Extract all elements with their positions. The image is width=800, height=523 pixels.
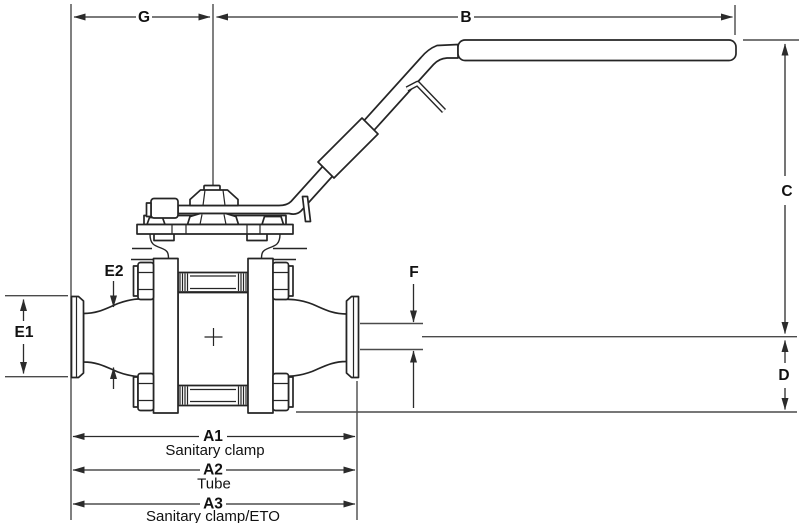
packing-gland-facets bbox=[199, 214, 227, 225]
handle-lever-shaft bbox=[177, 43, 459, 215]
label-a1-sub: Sanitary clamp bbox=[165, 442, 264, 459]
bonnet-neck-right bbox=[260, 233, 281, 259]
label-a1: A1 bbox=[203, 428, 223, 445]
dimension-lines bbox=[20, 13, 789, 508]
bolt-bottom-left bbox=[132, 372, 155, 412]
label-g: G bbox=[138, 9, 150, 26]
jam-nut-right bbox=[261, 215, 285, 226]
label-e1: E1 bbox=[15, 324, 34, 341]
bolt-bottom-right bbox=[272, 372, 294, 412]
right-end-flange bbox=[247, 257, 274, 414]
stop-block-tab bbox=[145, 202, 152, 218]
left-ferrule bbox=[70, 295, 85, 379]
handle-grip bbox=[457, 39, 737, 62]
right-cone bbox=[272, 298, 348, 378]
mounting-plate bbox=[136, 223, 294, 235]
mounting-plate-notches bbox=[171, 224, 261, 234]
left-end-flange bbox=[152, 257, 179, 414]
handle-stop-block bbox=[150, 197, 179, 219]
ball-center-mark bbox=[204, 328, 223, 346]
top-stud-root-lines bbox=[190, 275, 236, 290]
label-a2: A2 bbox=[203, 462, 223, 479]
bonnet-neck-left bbox=[149, 233, 170, 259]
handle-lock-pin bbox=[301, 195, 312, 223]
label-f: F bbox=[409, 264, 418, 281]
label-a3-sub: Sanitary clamp/ETO bbox=[146, 508, 280, 523]
packing-gland-nut bbox=[186, 212, 240, 226]
bolt-top-right bbox=[272, 261, 294, 301]
stem-nut-facets bbox=[202, 189, 226, 206]
right-ferrule bbox=[345, 295, 360, 379]
label-c: C bbox=[781, 183, 792, 200]
bottom-stud-threads bbox=[179, 386, 247, 405]
label-e2: E2 bbox=[105, 263, 124, 280]
valve-drawing bbox=[70, 39, 737, 414]
bolt-top-left bbox=[132, 261, 155, 301]
extension-lines bbox=[5, 4, 799, 520]
label-d: D bbox=[778, 367, 789, 384]
bottom-stud-root-lines bbox=[190, 388, 236, 403]
label-a3: A3 bbox=[203, 496, 223, 513]
latch-trigger-inner bbox=[406, 82, 446, 112]
dimension-labels: G B C D E1 E2 F A1 Sanitary clamp A2 Tub… bbox=[15, 9, 793, 523]
handle-sleeve bbox=[317, 117, 379, 179]
stem-hex-nut bbox=[189, 189, 239, 207]
body-top-brackets bbox=[131, 247, 307, 261]
label-b: B bbox=[460, 9, 471, 26]
label-a2-sub: Tube bbox=[197, 476, 231, 493]
top-stud-threads bbox=[179, 273, 247, 291]
left-cone bbox=[82, 297, 155, 378]
bottom-stud bbox=[177, 384, 249, 407]
